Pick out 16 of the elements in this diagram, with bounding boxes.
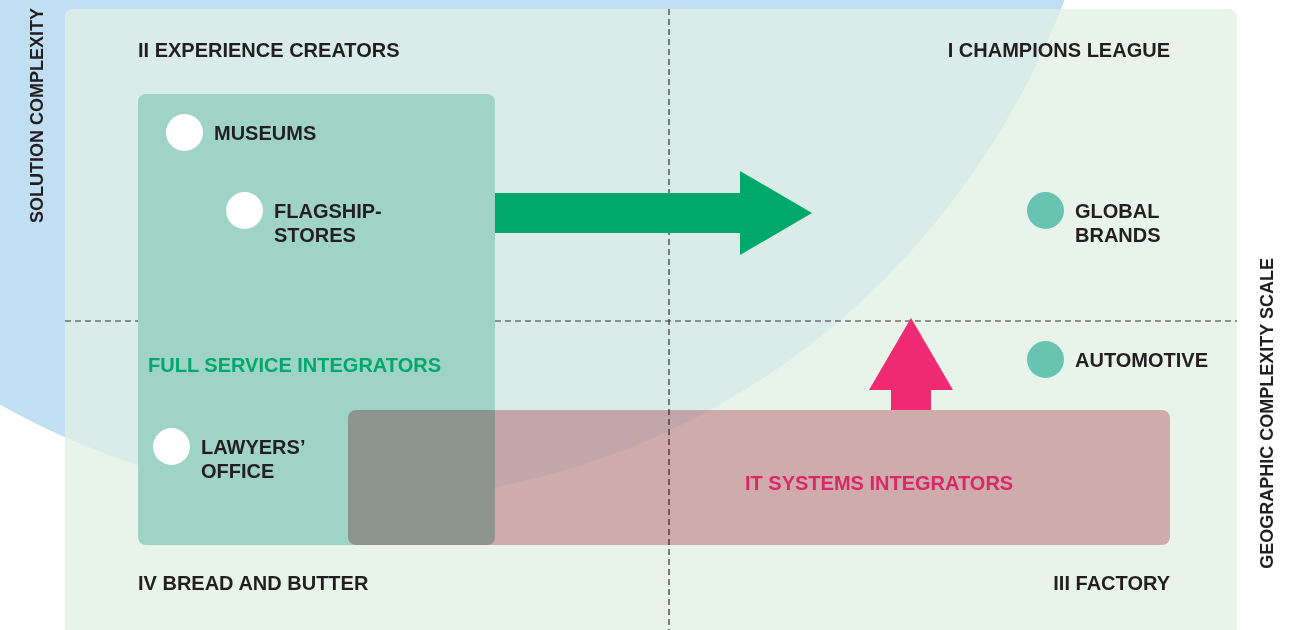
axis-title: SOLUTION COMPLEXITY [28, 8, 46, 223]
block-arrow [869, 318, 953, 410]
point-label: MUSEUMS [214, 121, 317, 145]
point-label: GLOBAL BRANDS [1075, 199, 1162, 247]
area-label: IT SYSTEMS INTEGRATORS [745, 471, 1014, 496]
axis-title: GEOGRAPHIC COMPLEXITY SCALE [1258, 258, 1276, 569]
area-label: FULL SERVICE INTEGRATORS [148, 353, 441, 378]
quadrant-title: I CHAMPIONS LEAGUE [946, 38, 1170, 62]
point-label: LAWYERS’ OFFICE [201, 435, 306, 483]
quadrant-title: II EXPERIENCE CREATORS [138, 38, 400, 62]
quadrant-title: III FACTORY [1052, 571, 1170, 595]
block-arrow [495, 171, 812, 255]
quadrant-title: IV BREAD AND BUTTER [138, 571, 369, 595]
point-label: FLAGSHIP- STORES [274, 199, 383, 247]
it-systems-area [348, 410, 1170, 545]
point-label: AUTOMOTIVE [1075, 348, 1208, 372]
